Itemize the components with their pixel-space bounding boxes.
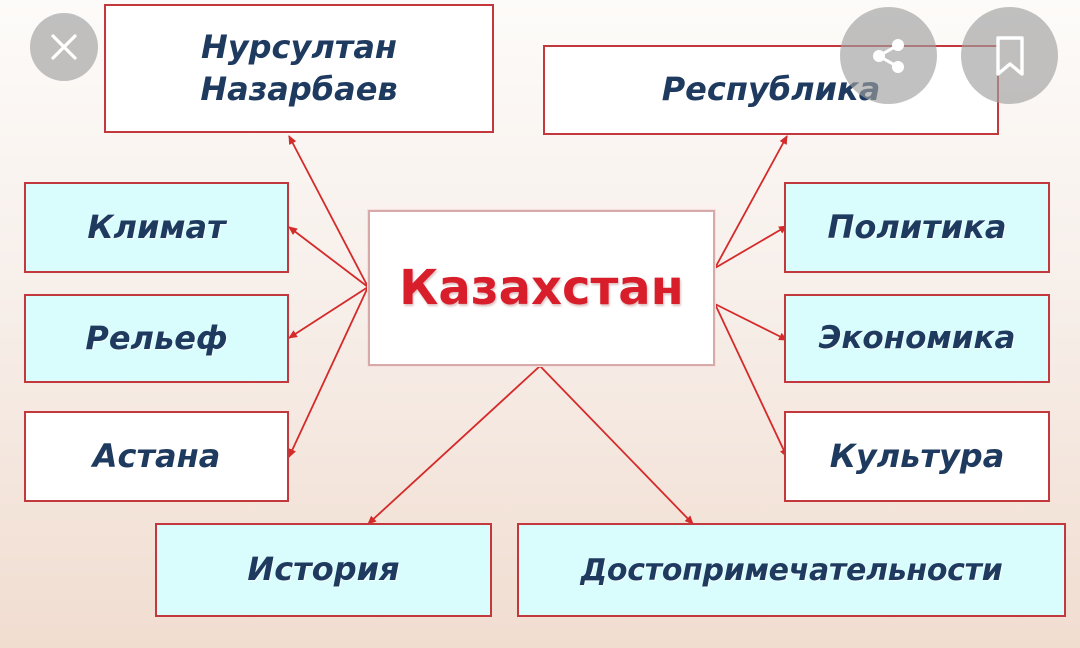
node-kazakhstan: Казахстан [368,210,715,366]
node-astana-label: Астана [92,436,221,475]
node-culture: Культура [784,411,1050,502]
connector-to-sights [539,365,694,525]
node-culture-label: Культура [829,436,1005,475]
node-history: История [155,523,492,617]
node-climate-label: Климат [87,207,226,246]
connector-to-history [367,365,541,525]
node-sights: Достопримечательности [517,523,1066,617]
connector-to-economy [714,303,788,341]
node-economy: Экономика [784,294,1050,383]
close-button[interactable] [30,13,98,81]
node-politics: Политика [784,182,1050,273]
node-economy-label: Экономика [818,320,1016,357]
node-relief-label: Рельеф [85,318,228,357]
node-history-label: История [247,550,400,589]
node-president: Нурсултан Назарбаев [104,4,494,133]
connector-to-politics [714,225,788,269]
connector-to-astana [288,286,369,458]
node-sights-label: Достопримечательности [580,552,1003,588]
node-kazakhstan-label: Казахстан [399,259,684,316]
connector-to-culture [714,303,788,458]
connector-to-climate [288,226,369,288]
bookmark-button[interactable] [961,7,1058,104]
bookmark-icon [995,35,1024,76]
node-climate: Климат [24,182,289,273]
node-politics-label: Политика [827,207,1007,246]
node-astana: Астана [24,411,289,502]
node-relief: Рельеф [24,294,289,383]
node-president-line1: Нурсултан [200,27,398,66]
share-button[interactable] [840,7,937,104]
share-icon [872,38,904,73]
close-icon [51,34,77,60]
connector-to-president [288,135,369,288]
connector-to-relief [288,286,369,339]
connector-to-republic [714,135,788,269]
node-president-line2: Назарбаев [200,69,398,108]
